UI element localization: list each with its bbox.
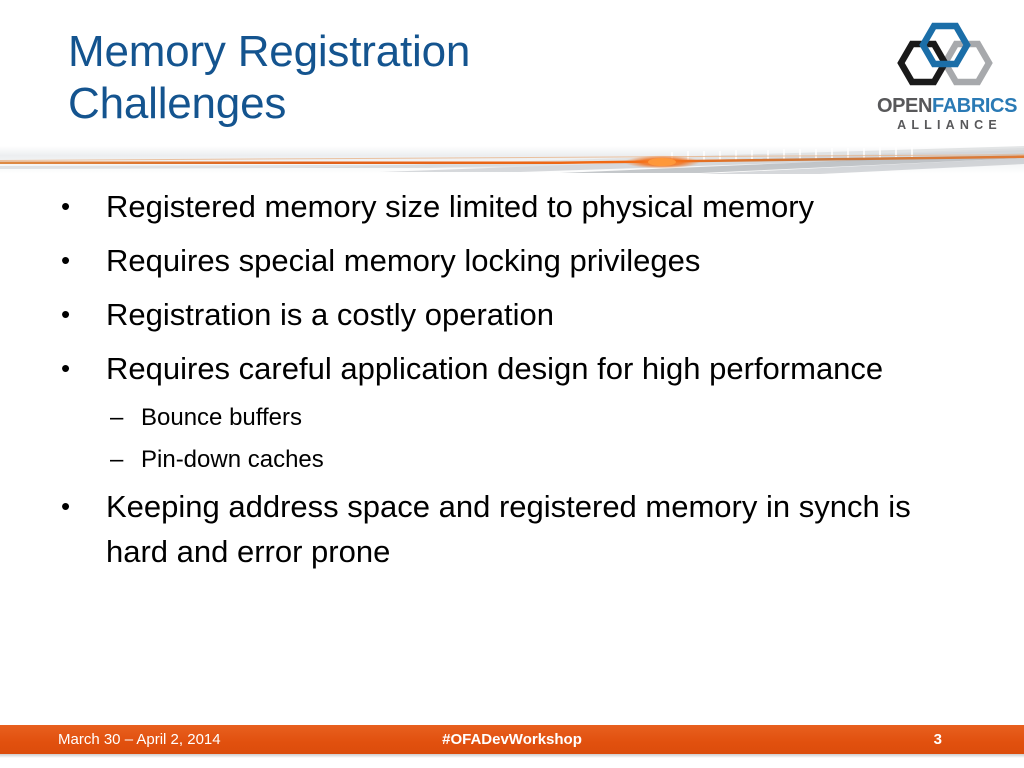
logo-word-alliance: ALLIANCE xyxy=(897,118,1002,132)
hexagon-black-icon xyxy=(897,40,949,86)
footer-shadow xyxy=(0,754,1024,758)
footer-date: March 30 – April 2, 2014 xyxy=(58,731,221,748)
bullet-marker: • xyxy=(61,191,71,221)
bullet-text: Requires careful application design for … xyxy=(106,351,884,386)
logo-word-fabrics: FABRICS xyxy=(932,95,1018,117)
footer-page-number: 3 xyxy=(933,731,942,748)
bullet-item: • Registration is a costly operation xyxy=(52,292,982,337)
bullet-marker: • xyxy=(61,299,71,329)
bullet-marker: • xyxy=(61,245,71,275)
bullet-item: • Registered memory size limited to physi… xyxy=(52,184,982,229)
sub-bullet-item: –Bounce buffers xyxy=(98,400,982,436)
sub-bullet-marker: – xyxy=(110,446,124,473)
hexagon-cluster-icon xyxy=(897,22,993,86)
footer-hashtag: #OFADevWorkshop xyxy=(442,731,582,748)
logo-wordmark: OPENFABRICS ALLIANCE xyxy=(876,96,1018,132)
bullet-text: Requires special memory locking privileg… xyxy=(106,243,701,278)
bullet-list: • Registered memory size limited to physi… xyxy=(52,184,982,583)
bullet-item: • Requires careful application design for… xyxy=(52,346,982,391)
bullet-text: Registration is a costly operation xyxy=(106,297,555,332)
bullet-item: • Requires special memory locking privile… xyxy=(52,238,982,283)
divider-band xyxy=(0,146,1024,174)
logo-word-open: OPEN xyxy=(876,95,933,117)
hexagon-blue-icon xyxy=(919,22,971,68)
footer-bar xyxy=(0,725,1024,754)
bullet-text: Bounce buffers xyxy=(141,404,303,431)
bullet-item: • Keeping address space and registered me… xyxy=(52,484,982,574)
bullet-text: Pin-down caches xyxy=(141,446,324,473)
bullet-marker: • xyxy=(61,353,71,383)
page-title: Memory Registration Challenges xyxy=(68,27,471,128)
title-block: Memory Registration Challenges xyxy=(68,26,688,130)
bullet-marker: • xyxy=(61,491,71,521)
sub-bullet-item: –Pin-down caches xyxy=(98,442,982,478)
sub-bullet-marker: – xyxy=(110,404,124,431)
divider-graphic xyxy=(0,146,1024,174)
bullet-text: Keeping address space and registered mem… xyxy=(106,489,911,569)
openfabrics-alliance-logo: OPENFABRICS ALLIANCE xyxy=(876,22,1018,146)
logo-wordmark-top: OPENFABRICS xyxy=(876,96,1018,116)
bullet-text: Registered memory size limited to physic… xyxy=(106,189,815,224)
